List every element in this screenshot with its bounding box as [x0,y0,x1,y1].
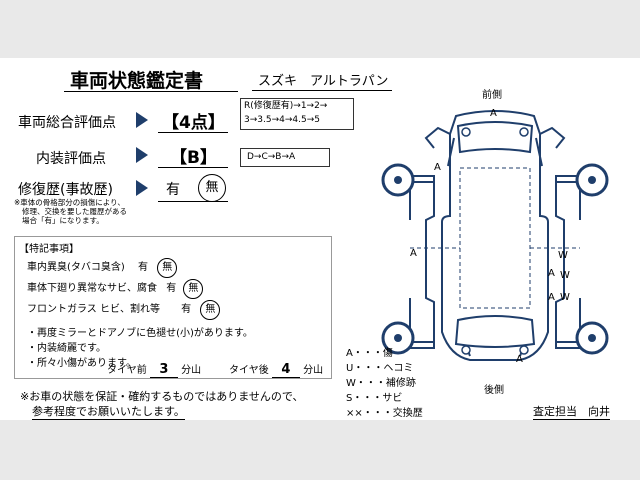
remark-yes: 有 [166,283,177,294]
tire-front: タイヤ前 3 分山 [107,361,201,378]
legend-item: A・・・傷 [346,348,393,359]
title-underline [64,91,238,92]
tire-front-unit: 分山 [181,365,202,376]
damage-marks: A A A W A W A W A [410,108,570,365]
damage-legend: A・・・傷 U・・・ヘコミ W・・・補修跡 S・・・サビ ××・・・交換歴 [346,346,423,421]
disclaimer-line2: 参考程度でお願いいたします。 [32,405,185,420]
wheels [381,163,609,355]
tire-rear-label: タイヤ後 [229,365,269,376]
overall-rating-value: 【4点】 [162,113,225,133]
repair-underline [158,201,228,202]
remark-note: ・所々小傷があります。 [27,358,136,369]
remark-notes: ・再度ミラーとドアノブに色褪せ(小)があります。 ・内装綺麗です。 ・所々小傷が… [27,326,253,371]
rear-side-label: 後側 [484,385,504,396]
damage-mark: W [558,250,568,261]
page-title: 車両状態鑑定書 [70,70,204,92]
wheel-hubs [394,176,596,342]
disclaimer-line1: ※お車の状態を保証・確約するものではありませんので、 [20,390,304,403]
overall-scale-line1: R(修復歴有)→1→2→ [244,101,328,111]
remarks-box: 【特記事項】 車内異臭(タバコ臭含) 有 無 車体下廻り異常なサビ、腐食 有 無… [14,236,332,379]
interior-scale-box: D→C→B→A [240,148,330,167]
remark-yes: 有 [138,262,148,273]
arrow-icon [136,180,148,196]
arrow-icon [136,112,148,128]
remark-no-circled: 無 [157,258,178,278]
remarks-heading: 【特記事項】 [19,244,79,255]
remark-item: フロントガラス ヒビ、割れ等 有 無 [27,300,221,320]
remark-item: 車内異臭(タバコ臭含) 有 無 [27,258,178,278]
lights [461,127,529,355]
legend-item: S・・・サビ [346,393,403,404]
interior-rating-label: 内装評価点 [36,151,106,167]
remark-no-circled: 無 [183,279,204,299]
repair-note: ※車体の骨格部分の損傷により、 修理、交換を要した履歴がある 場合「有」になりま… [14,198,127,225]
overall-rating-label: 車両総合評価点 [18,115,116,131]
tire-rear-value: 4 [271,362,300,378]
damage-mark: A [410,248,417,259]
remark-item-label: 車内異臭(タバコ臭含) [27,262,125,273]
model-underline [252,90,392,91]
repair-history-label: 修復歴(事故歴) [18,182,113,198]
legend-item: W・・・補修跡 [346,378,416,389]
interior-rating-value: 【B】 [170,148,217,168]
overall-underline [158,132,228,133]
damage-mark: A [434,162,441,173]
repair-note-line1: ※車体の骨格部分の損傷により、 [14,198,125,207]
damage-mark: A [548,292,555,303]
repair-yes: 有 [166,182,180,198]
arrow-icon [136,147,148,163]
legend-item: U・・・ヘコミ [346,363,414,374]
tire-front-value: 3 [149,362,178,378]
damage-mark: A [490,108,497,119]
appraisal-sheet: 車両状態鑑定書 スズキ アルトラパン 車両総合評価点 【4点】 R(修復歴有)→… [0,58,640,420]
damage-mark: W [560,292,570,303]
tire-rear-unit: 分山 [303,365,324,376]
interior-underline [158,167,228,168]
tire-rear: タイヤ後 4 分山 [229,361,323,378]
legend-item: ××・・・交換歴 [346,408,423,419]
overall-scale-box: R(修復歴有)→1→2→ 3→3.5→4→4.5→5 [240,98,354,130]
front-side-label: 前側 [482,90,502,101]
overall-scale-line2: 3→3.5→4→4.5→5 [244,115,320,125]
remark-yes: 有 [181,304,192,315]
car-model: スズキ アルトラパン [258,74,389,89]
remark-no-circled: 無 [200,300,221,320]
damage-mark: A [516,354,523,365]
repair-note-line3: 場合「有」になります。 [22,216,104,225]
repair-no-circled: 無 [198,174,226,202]
roof-outline [410,167,580,309]
remark-note: ・内装綺麗です。 [27,343,106,354]
remark-item-label: フロントガラス ヒビ、割れ等 [27,304,160,315]
tire-front-label: タイヤ前 [107,365,147,376]
damage-mark: W [560,270,570,281]
inspector: 査定担当 向井 [533,405,610,420]
car-diagram: A A A W A W A W A [381,108,609,365]
remark-note: ・再度ミラーとドアノブに色褪せ(小)があります。 [27,328,253,339]
remark-item-label: 車体下廻り異常なサビ、腐食 [27,283,157,294]
damage-mark: A [548,268,555,279]
car-outline [400,110,590,361]
repair-note-line2: 修理、交換を要した履歴がある [22,207,127,216]
remark-item: 車体下廻り異常なサビ、腐食 有 無 [27,279,204,299]
